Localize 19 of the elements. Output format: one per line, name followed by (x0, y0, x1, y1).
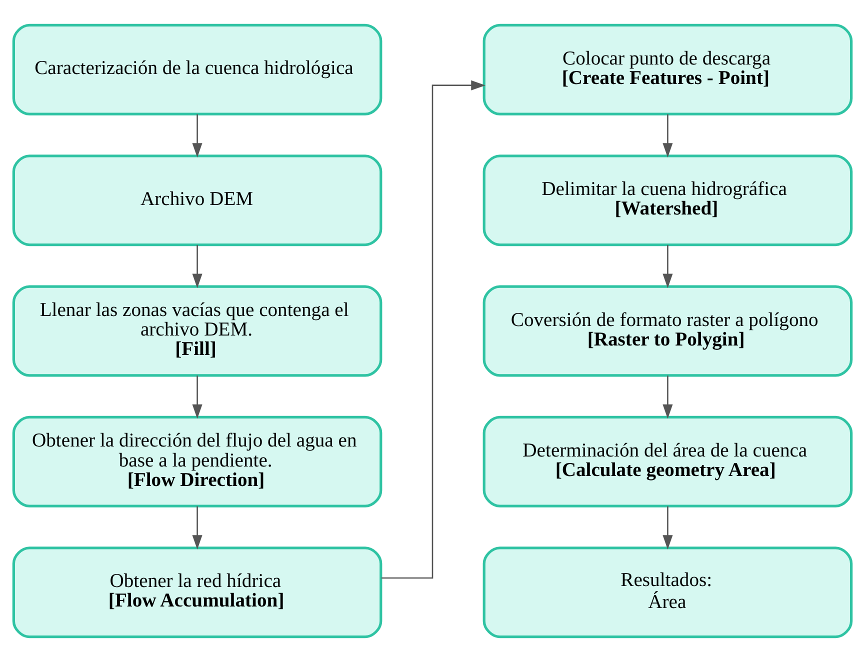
node-box: Colocar punto de descarga [Create Features - Point] (482, 23, 853, 115)
arrow (662, 375, 673, 418)
node-box: Determinación del área de la cuenca [Calculate geometry Area] (482, 415, 853, 507)
node-box: Archivo DEM (12, 154, 382, 246)
node-box: Resultados: Área (482, 546, 853, 638)
arrow (192, 506, 202, 549)
arrow (662, 506, 673, 549)
arrow (662, 244, 673, 288)
arrow (192, 244, 202, 288)
node-box: Caracterización de la cuenca hidrológica (12, 23, 382, 115)
arrow (662, 114, 673, 157)
arrow (192, 375, 202, 418)
node-box: Obtener la red hídrica [Flow Accumulation] (12, 546, 382, 638)
node-box: Coversión de formato raster a polígono [Raster to Polygin] (482, 284, 853, 376)
arrow (192, 114, 202, 157)
node-box: Llenar las zonas vacías que contenga el archivo DEM. [Fill] (12, 284, 382, 376)
node-box: Delimitar la cuena hidrográfica [Watershed] (482, 154, 853, 246)
node-box: Obtener la dirección del flujo del agua en base a la pendiente. [Flow Direction] (12, 415, 382, 507)
arrow (381, 80, 486, 578)
